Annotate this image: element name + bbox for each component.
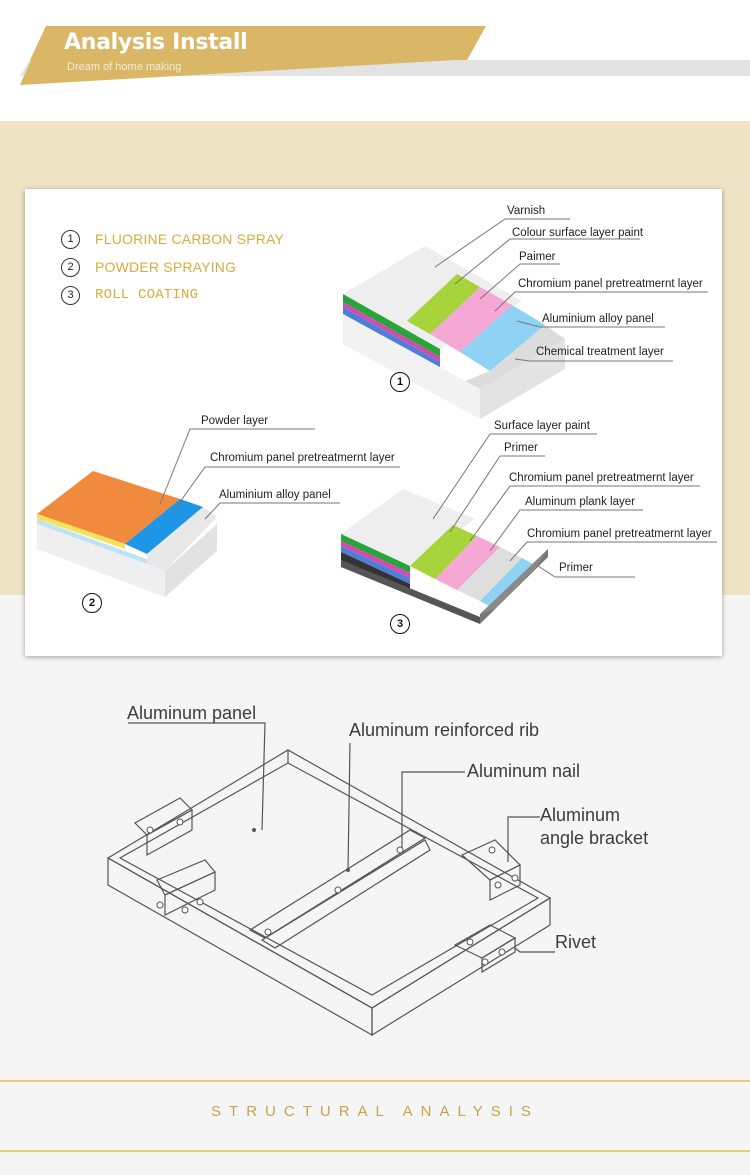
d3-label-aluminum-plank: Aluminum plank layer [525, 496, 635, 508]
footer-title: STRUCTURAL ANALYSIS [211, 1103, 539, 1120]
legend-number: 2 [61, 258, 80, 277]
d1-label-varnish: Varnish [507, 205, 546, 217]
legend-text: ROLL COATING [95, 287, 199, 303]
structure-label-rib: Aluminum reinforced rib [349, 720, 540, 740]
d2-label-powder: Powder layer [201, 415, 269, 427]
d1-label-chromium: Chromium panel pretreatmernt layer [518, 278, 703, 290]
legend-text: POWDER SPRAYING [95, 259, 237, 275]
d1-label-paimer: Paimer [519, 251, 556, 263]
header-subtitle: Dream of home making [67, 61, 182, 73]
coating-diagram-card: 1 FLUORINE CARBON SPRAY 2 POWDER SPRAYIN… [25, 189, 722, 656]
legend-number: 3 [61, 286, 80, 305]
d3-label-primer-top: Primer [504, 442, 538, 454]
header-title: Analysis Install [64, 30, 248, 55]
legend-text: FLUORINE CARBON SPRAY [95, 231, 285, 247]
header-shape [20, 26, 750, 85]
structure-label-bracket-2: angle bracket [540, 828, 649, 848]
d2-label-chromium: Chromium panel pretreatmernt layer [210, 452, 395, 464]
footer-divider-bottom [0, 1150, 750, 1152]
d3-label-primer-bottom: Primer [559, 562, 593, 574]
d3-label-surface: Surface layer paint [494, 420, 590, 432]
d1-number: 1 [390, 372, 410, 392]
header-banner: Analysis Install Dream of home making [0, 0, 750, 120]
structure-label-panel: Aluminum panel [127, 703, 257, 723]
d1-label-chemical: Chemical treatment layer [536, 346, 664, 358]
d3-label-chromium-top: Chromium panel pretreatmernt layer [509, 472, 694, 484]
footer-divider-top [0, 1080, 750, 1082]
d3-number: 3 [390, 614, 410, 634]
d1-label-aluminium: Aluminium alloy panel [542, 313, 654, 325]
structure-label-rivet: Rivet [555, 932, 597, 952]
d1-label-colour-surface: Colour surface layer paint [512, 227, 644, 239]
coating-layers-detail [25, 189, 722, 656]
d2-label-aluminium: Aluminium alloy panel [219, 489, 331, 501]
panel-structure-illustration [106, 722, 555, 1037]
legend-number: 1 [61, 230, 80, 249]
d3-label-chromium-bottom: Chromium panel pretreatmernt layer [527, 528, 712, 540]
structure-label-nail: Aluminum nail [467, 761, 581, 781]
structure-label-bracket-1: Aluminum [540, 805, 621, 825]
d2-number: 2 [82, 593, 102, 613]
